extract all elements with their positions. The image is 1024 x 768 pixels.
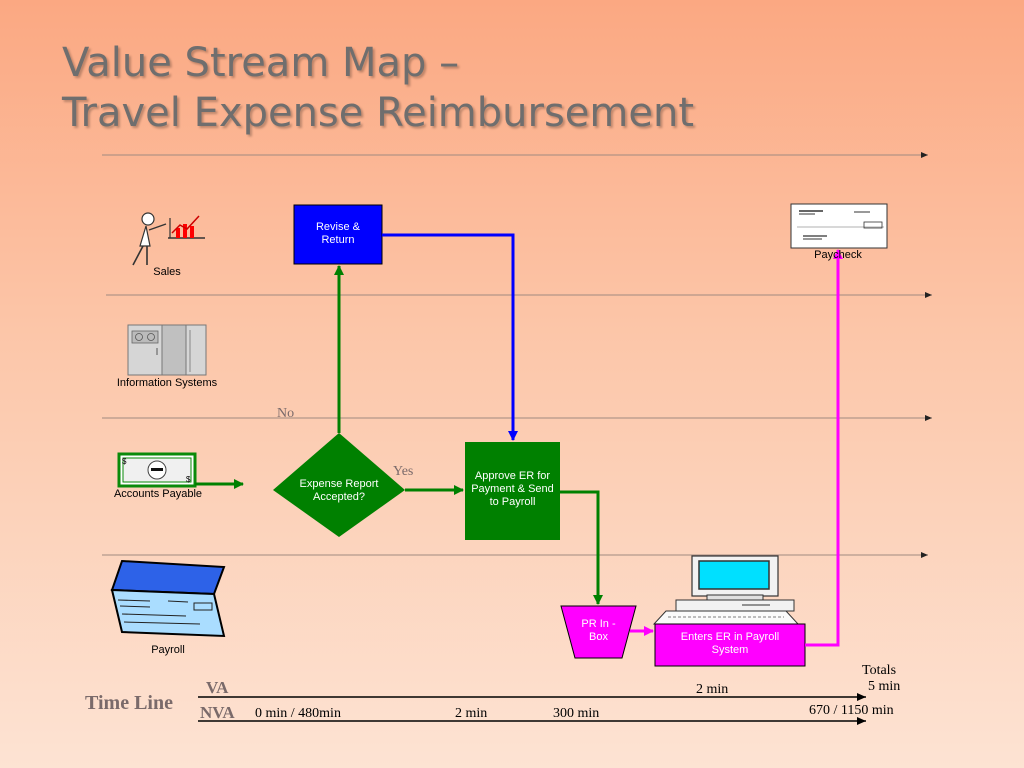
- branch-no-label: No: [277, 406, 295, 421]
- pr-inbox-label: PR In - Box: [581, 618, 616, 643]
- va-label: VA: [206, 678, 229, 697]
- pr-inbox-shape: [560, 605, 637, 659]
- checkbook-icon: [110, 559, 226, 638]
- lane-label-accounts-payable: Accounts Payable: [113, 488, 203, 500]
- title-line-1: Value Stream Map –: [62, 40, 460, 86]
- paycheck-label: Paycheck: [814, 249, 862, 261]
- va-value-1: 2 min: [696, 682, 729, 697]
- enters-er-label: Enters ER in Payroll System: [680, 631, 780, 656]
- nva-value-2: 2 min: [455, 706, 488, 721]
- lane-label-info-systems: Information Systems: [116, 377, 218, 389]
- enters-er-box: [654, 623, 806, 667]
- desktop-computer-icon: [652, 555, 800, 625]
- title-line-2: Travel Expense Reimbursement: [62, 90, 695, 136]
- revise-return-label: Revise & Return: [315, 221, 361, 246]
- timeline-label: Time Line: [85, 692, 173, 714]
- totals-label: Totals: [862, 663, 897, 678]
- arrow-revise-to-approve: [382, 233, 518, 441]
- nva-value-3: 300 min: [553, 706, 600, 721]
- nva-value-1: 0 min / 480min: [255, 706, 341, 721]
- arrow-approve-to-prbox: [560, 490, 603, 605]
- slide-title: Value Stream Map – Travel Expense Reimbu…: [62, 38, 694, 138]
- approve-box: [465, 442, 560, 540]
- approve-label: Approve ER for Payment & Send to Payroll: [471, 470, 554, 508]
- server-cabinet-icon: [127, 324, 207, 376]
- decision-label: Expense Report Accepted?: [299, 478, 379, 503]
- lane-label-sales: Sales: [153, 266, 181, 278]
- svg-text:$: $: [122, 457, 127, 466]
- revise-return-box: [293, 204, 383, 265]
- paycheck-icon: [790, 203, 888, 249]
- nva-total: 670 / 1150 min: [809, 703, 894, 718]
- nva-label: NVA: [200, 703, 235, 722]
- presenter-chart-icon: [132, 212, 205, 266]
- va-total: 5 min: [868, 679, 901, 694]
- arrow-enters-to-paycheck: [805, 249, 843, 647]
- svg-text:$: $: [186, 475, 191, 484]
- dollar-bill-icon: $ $: [117, 452, 197, 488]
- decision-diamond: [273, 433, 405, 537]
- branch-yes-label: Yes: [393, 464, 414, 479]
- lane-label-payroll: Payroll: [151, 644, 185, 656]
